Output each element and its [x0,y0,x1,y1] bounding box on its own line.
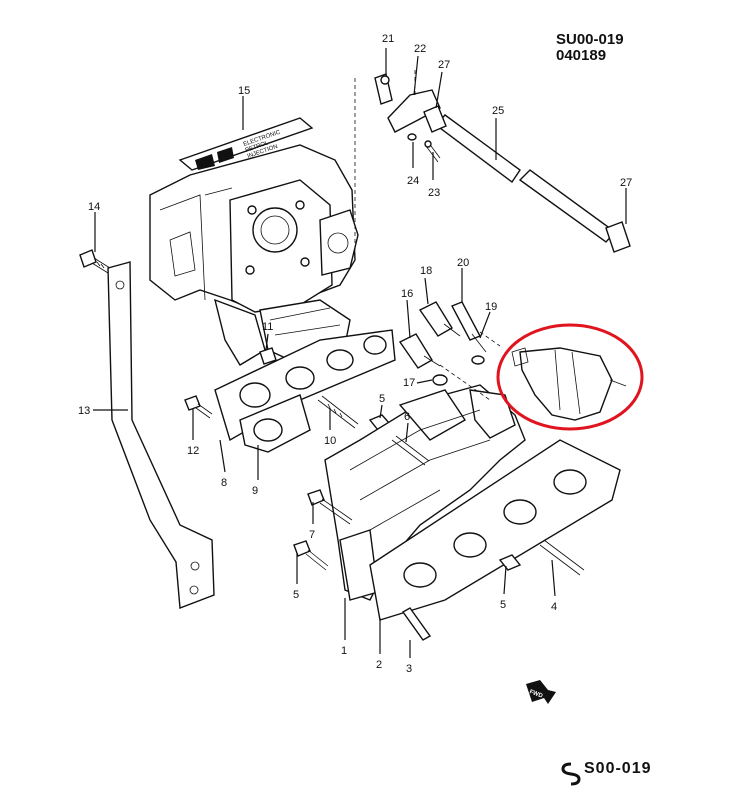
sensor-17 [398,333,441,369]
idle-control-valve [511,347,627,421]
callout-1: 1 [341,645,347,657]
callout-5-upper: 5 [379,393,385,405]
hose-clamp-27-lower [605,221,631,253]
sensor-21 [451,301,487,353]
throttle-body-assembly [149,144,359,313]
callout-16: 15 [238,85,250,97]
leader-lines [93,48,627,658]
suzuki-logo-icon [561,762,581,786]
stud-3 [401,607,432,641]
washer-25 [407,133,417,141]
sensor-19 [418,301,461,337]
callout-13: 12 [187,445,199,457]
callout-23: 22 [414,43,426,55]
bracket-23 [387,89,441,133]
stud-8 [307,489,353,525]
callout-2: 2 [376,659,382,671]
callout-18: 17 [403,377,415,389]
callout-7: 6 [404,411,410,423]
callout-22: 21 [382,33,394,45]
callout-10: 9 [252,485,258,497]
callout-4: 4 [551,601,557,613]
hose-26 [434,114,617,243]
footer-code: S00-019 [584,760,652,777]
callout-19: 18 [420,265,432,277]
stud-4 [539,539,585,576]
union-22 [374,73,393,105]
callout-27-upper: 27 [438,59,450,71]
bolt-24 [424,140,441,163]
guide-lines [354,70,501,401]
callout-21: 20 [457,257,469,269]
fwd-label: FWD [528,689,544,700]
callout-25: 24 [407,175,419,187]
callout-17: 16 [401,288,413,300]
callout-5-lower: 5 [500,599,506,611]
callout-26: 25 [492,105,504,117]
stud-11 [317,395,359,429]
callout-14: 13 [78,405,90,417]
stud-7 [391,435,430,466]
bolt-15 [79,249,111,274]
callout-6: 5 [293,589,299,601]
clip-12 [259,347,277,365]
callout-8: 7 [309,529,315,541]
exhaust-manifold [324,384,526,601]
callout-27-lower: 27 [620,177,632,189]
hose-clamp-27-upper [423,105,447,133]
callout-11: 10 [324,435,336,447]
bracket-long [107,261,215,609]
callout-20: 19 [485,301,497,313]
bolt-6 [293,540,329,571]
washer-20 [471,355,485,365]
intake-spacer [239,394,311,453]
nut-5-lower [498,554,522,571]
fwd-arrow-icon: FWD [526,680,556,704]
callout-3: 3 [406,663,412,675]
diagram-code-line2: 040189 [556,47,607,64]
callout-24: 23 [428,187,440,199]
diagram-code-line1: SU00-019 [556,31,624,48]
callout-12: 11 [262,321,273,333]
callout-15: 14 [88,201,100,213]
callout-9: 8 [221,477,227,489]
washer-18 [432,374,448,386]
bolt-13 [184,395,213,419]
highlight-circle [496,323,644,431]
